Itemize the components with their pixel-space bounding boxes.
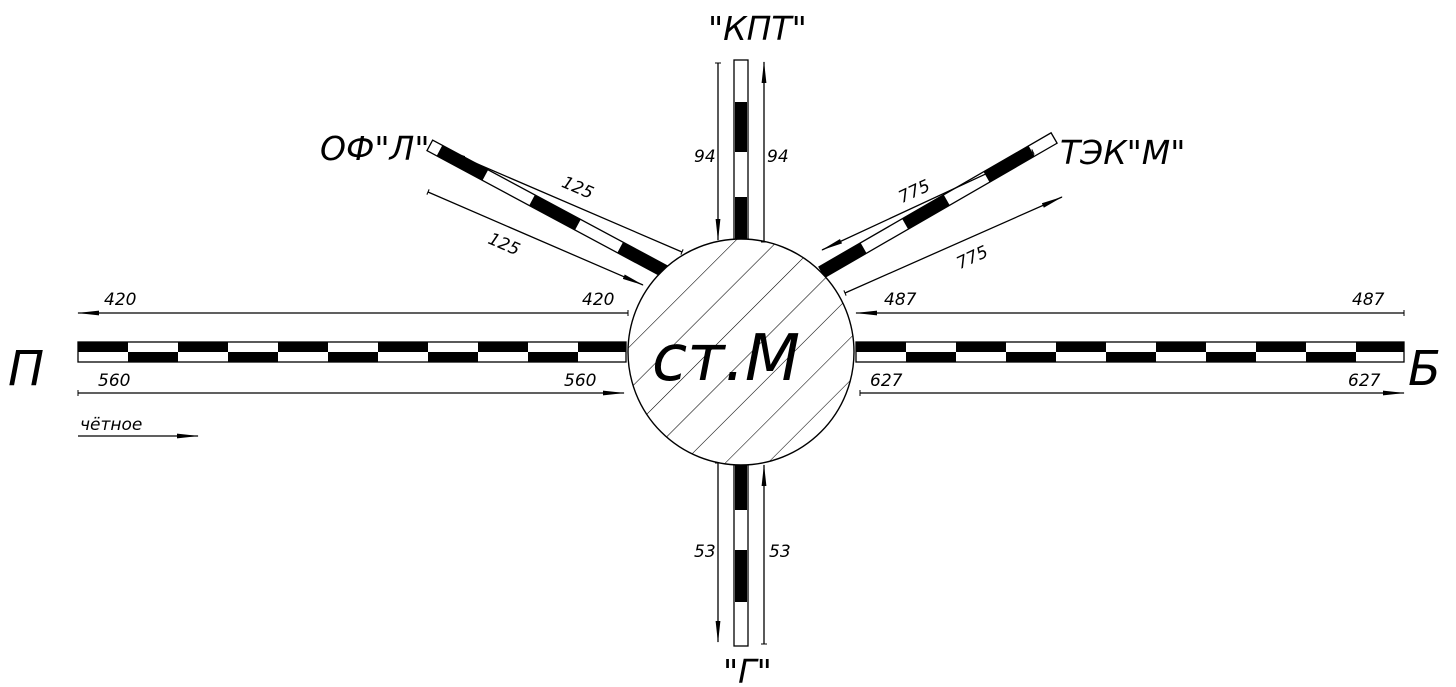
track-segment — [78, 342, 128, 352]
track-north — [733, 59, 749, 246]
track-east — [855, 341, 1405, 363]
direction-west-label: П — [8, 341, 44, 397]
arrow-ne-out — [843, 196, 1063, 296]
track-segment — [178, 342, 228, 352]
ne-out-value: 775 — [954, 242, 992, 274]
track-segment — [328, 352, 378, 362]
track-segment — [228, 352, 278, 362]
track-segment — [428, 352, 478, 362]
direction-south-label: "Г" — [723, 652, 772, 687]
east-outbound-left: 627 — [870, 371, 903, 391]
track-segment — [1206, 352, 1256, 362]
track-segment — [906, 352, 956, 362]
track-segment — [278, 342, 328, 352]
west-inbound-right: 420 — [582, 290, 614, 310]
track-segment — [1306, 352, 1356, 362]
station-circle — [627, 238, 855, 466]
south-down-value: 53 — [694, 542, 716, 562]
track-west — [77, 341, 627, 363]
east-inbound-right: 487 — [1352, 290, 1385, 310]
track-segment — [1356, 342, 1404, 352]
direction-east-label: Б — [1408, 341, 1441, 397]
track-nw — [426, 139, 670, 279]
north-up-value: 94 — [767, 147, 789, 167]
direction-ne-label: ТЭК"М" — [1060, 133, 1185, 172]
arrow-nw-in — [426, 189, 644, 286]
west-outbound-right: 560 — [564, 371, 596, 391]
track-segment — [956, 342, 1006, 352]
east-inbound-left: 487 — [884, 290, 917, 310]
arrow-nw-out — [444, 149, 684, 255]
track-segment — [1106, 352, 1156, 362]
north-down-value: 94 — [694, 147, 716, 167]
west-outbound-left: 560 — [98, 371, 130, 391]
track-segment — [856, 342, 906, 352]
track-segment — [128, 352, 178, 362]
nw-in-value: 125 — [485, 229, 523, 260]
track-segment — [378, 342, 428, 352]
ne-in-value: 775 — [896, 176, 934, 208]
track-ne — [818, 131, 1058, 279]
track-segment — [1256, 342, 1306, 352]
direction-north-label: "КПТ" — [708, 9, 807, 48]
south-up-value: 53 — [769, 542, 791, 562]
east-outbound-right: 627 — [1348, 371, 1381, 391]
track-segment — [1156, 342, 1206, 352]
direction-nw-label: ОФ"Л" — [320, 129, 430, 168]
nw-out-value: 125 — [559, 173, 597, 204]
station-name: ст.М — [652, 322, 800, 396]
west-inbound-left: 420 — [104, 290, 136, 310]
track-segment — [1056, 342, 1106, 352]
track-south — [733, 459, 749, 647]
track-segment — [528, 352, 578, 362]
arrow-ne-in — [821, 149, 1035, 251]
track-segment — [578, 342, 626, 352]
track-segment — [478, 342, 528, 352]
track-segment — [1006, 352, 1056, 362]
even-direction-label: чётное — [80, 415, 142, 435]
